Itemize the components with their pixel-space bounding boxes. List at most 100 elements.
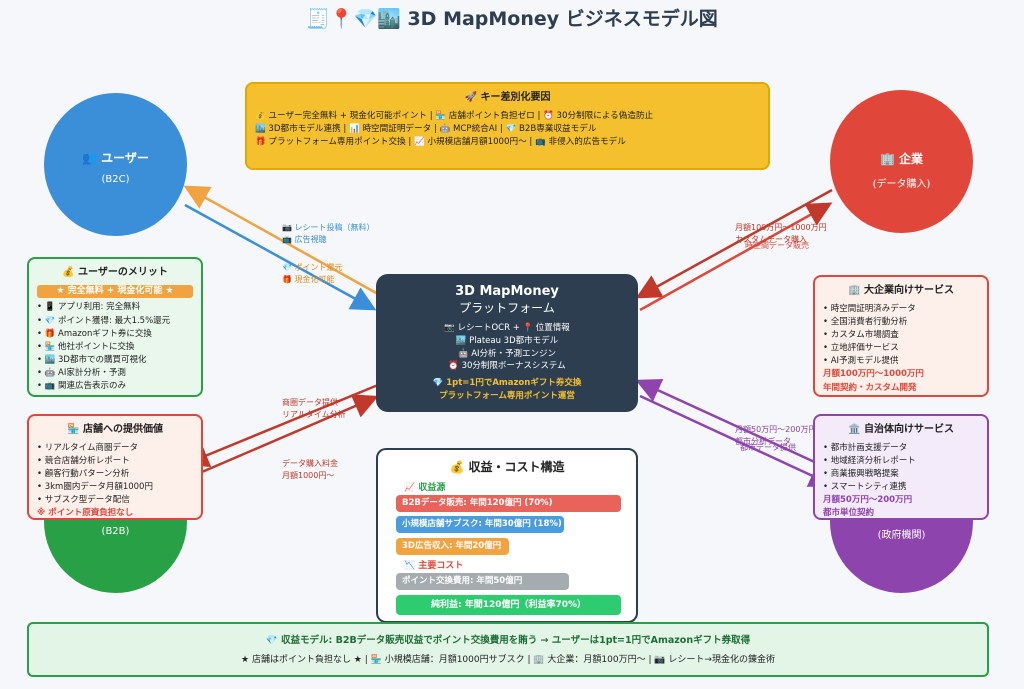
key-factor-line: 💰 ユーザー完全無料 + 現金化可能ポイント | 🏪 店舗ポイント負担ゼロ | … — [255, 110, 654, 121]
cost-bar-points: ポイント交換費用: 年間50億円 — [396, 573, 569, 590]
income-label: 📈 収益源 — [404, 483, 446, 493]
key-factors-box: 🚀 キー差別化要因 💰 ユーザー完全無料 + 現金化可能ポイント | 🏪 店舗ポ… — [245, 82, 770, 170]
platform-highlight: プラットフォーム専用ポイント運営 — [439, 390, 575, 401]
flow-text: カスタムデータ購入 — [735, 234, 807, 244]
store-value-note: ※ ポイント原資負担なし — [37, 508, 134, 519]
flow-text: 💎 ポイント還元 — [282, 263, 343, 272]
flow-text: リアルタイム分析 — [282, 409, 346, 419]
list-item: AI予測モデル提供 — [823, 355, 979, 368]
gov-service-box: 🏛️ 自治体向けサービス 都市計画支援データ 地域経済分析レポート 商業振興戦略… — [813, 414, 989, 520]
arrow-user-to-platform — [184, 203, 377, 311]
user-node-title: 👥 ユーザー — [82, 151, 149, 165]
footer-line-2: ★ 店舗はポイント負担なし ★ | 🏪 小規模店舗：月額1000円サブスク | … — [241, 655, 775, 665]
list-item: カスタム市場調査 — [823, 329, 979, 342]
list-item: 立地評価サービス — [823, 342, 979, 355]
flow-label-user-out: 📷 レシート投稿（無料） 📺 広告視聴 — [282, 222, 375, 245]
arrow-platform-to-enterprise — [639, 202, 833, 312]
list-item: 🏙️ 3D都市での購買可視化 — [37, 354, 193, 367]
platform-feature: 🤖 AI分析・予測エンジン — [457, 348, 557, 359]
enterprise-node-sub: (データ購入) — [872, 179, 931, 190]
list-item: 📱 アプリ利用: 完全無料 — [37, 301, 193, 314]
platform-box[interactable]: 3D MapMoney プラットフォーム 📷 レシートOCR + 📍 位置情報 … — [376, 274, 638, 412]
store-value-list: リアルタイム商圏データ 競合店舗分析レポート 顧客行動パターン分析 3km圏内デ… — [37, 442, 193, 508]
flow-label-store-2: データ購入料金 月額1000円〜 — [282, 458, 338, 481]
gov-service-list: 都市計画支援データ 地域経済分析レポート 商業振興戦略提案 スマートシティ連携 — [823, 442, 979, 495]
list-item: 顧客行動パターン分析 — [37, 468, 193, 481]
flow-text: データ購入料金 — [282, 459, 338, 468]
list-item: 📺 関連広告表示のみ — [37, 380, 193, 393]
store-value-title: 🏪 店舗への提供価値 — [67, 424, 163, 435]
flow-text: 📺 広告視聴 — [282, 234, 327, 244]
flow-label-gov-1: 月額50万円〜200万円 都市分析データ — [735, 424, 816, 447]
user-merit-list: 📱 アプリ利用: 完全無料 💎 ポイント獲得: 最大1.5%還元 🎁 Amazo… — [37, 301, 193, 393]
enterprise-service-title: 🏢 大企業向けサービス — [848, 285, 954, 296]
user-merit-banner: ★ 完全無料 + 現金化可能 ★ — [37, 284, 193, 299]
arrow-gov-to-platform — [635, 378, 833, 472]
arrow-platform-to-user — [183, 185, 379, 296]
enterprise-service-price: 月額100万円〜1000万円 — [823, 369, 924, 380]
list-item: 商業振興戦略提案 — [823, 468, 979, 481]
arrow-enterprise-to-platform — [635, 188, 833, 299]
list-item: 全国消費者行動分析 — [823, 316, 979, 329]
flow-text: 月額50万円〜200万円 — [735, 425, 817, 434]
list-item: 🤖 AI家計分析・予測 — [37, 367, 193, 380]
enterprise-node[interactable]: 🏢 企業 (データ購入) — [830, 90, 973, 233]
key-factor-line: 🎁 プラットフォーム専用ポイント交換 | 📈 小規模店舗月額1000円〜 | 📺… — [255, 137, 626, 148]
platform-subtitle: プラットフォーム — [459, 301, 555, 315]
flow-label-enterprise-1: 月額100万円〜1000万円 カスタムデータ購入 — [735, 222, 827, 245]
income-bar-subscription: 小規模店舗サブスク: 年間30億円 (18%) — [396, 516, 564, 533]
list-item: 都市計画支援データ — [823, 442, 979, 455]
flow-text: 📷 レシート投稿（無料） — [282, 223, 375, 232]
list-item: 競合店舗分析レポート — [37, 455, 193, 468]
flow-label-enterprise-2: 時空間データ販売 — [745, 241, 809, 250]
page-title: 🧾📍💎🏙️ 3D MapMoney ビジネスモデル図 — [306, 8, 718, 30]
revenue-title: 💰 収益・コスト構造 — [449, 460, 565, 474]
list-item: サブスク型データ配信 — [37, 494, 193, 507]
list-item: 🎁 Amazonギフト券に交換 — [37, 328, 193, 341]
key-factors-title: 🚀 キー差別化要因 — [464, 92, 551, 103]
arrow-platform-to-store — [183, 383, 379, 467]
flow-text: 🎁 現金化可能 — [282, 274, 335, 284]
income-bar-ads: 3D広告収入: 年間20億円 — [396, 538, 509, 555]
flow-label-gov-2: 都市データ提供 — [740, 443, 796, 452]
list-item: スマートシティ連携 — [823, 481, 979, 494]
flow-text: 都市分析データ — [735, 436, 791, 446]
store-node-sub: (B2B) — [101, 526, 130, 537]
flow-text: 商圏データ提供 — [282, 398, 338, 407]
flow-label-user-in: 💎 ポイント還元 🎁 現金化可能 — [282, 262, 343, 285]
gov-service-price: 月額50万円〜200万円 — [823, 495, 913, 506]
platform-feature: 🏙️ Plateau 3D都市モデル — [455, 335, 559, 346]
flow-text: 月額100万円〜1000万円 — [735, 223, 827, 232]
list-item: 💎 ポイント獲得: 最大1.5%還元 — [37, 315, 193, 328]
list-item: 3km圏内データ月額1000円 — [37, 481, 193, 494]
revenue-box: 💰 収益・コスト構造 📈 収益源 B2Bデータ販売: 年間120億円 (70%)… — [376, 448, 638, 623]
key-factor-line: 🏙️ 3D都市モデル連携 | 📊 時空間証明データ | 🤖 MCP統合AI | … — [255, 123, 597, 134]
income-bar-b2b: B2Bデータ販売: 年間120億円 (70%) — [396, 495, 621, 512]
enterprise-service-note: 年間契約・カスタム開発 — [823, 382, 917, 393]
platform-feature: 📷 レシートOCR + 📍 位置情報 — [444, 323, 570, 333]
enterprise-node-title: 🏢 企業 — [879, 152, 924, 166]
enterprise-service-list: 時空間証明済みデータ 全国消費者行動分析 カスタム市場調査 立地評価サービス A… — [823, 303, 979, 369]
platform-feature: ⏰ 30分制限ボーナスシステム — [448, 361, 566, 372]
platform-highlight: 💎 1pt=1円でAmazonギフト券交換 — [432, 378, 582, 388]
cost-label: 📉 主要コスト — [404, 561, 464, 571]
list-item: 地域経済分析レポート — [823, 455, 979, 468]
footer-line-1: 💎 収益モデル: B2Bデータ販売収益でポイント交換費用を賄う → ユーザーは1… — [265, 635, 751, 646]
list-item: 🏪 他社ポイントに交換 — [37, 341, 193, 354]
arrow-store-to-platform — [187, 394, 379, 480]
user-node[interactable]: 👥 ユーザー (B2C) — [44, 93, 187, 236]
footer-box: 💎 収益モデル: B2Bデータ販売収益でポイント交換費用を賄う → ユーザーは1… — [27, 622, 989, 677]
user-merit-title: 💰 ユーザーのメリット — [62, 267, 168, 278]
store-value-box: 🏪 店舗への提供価値 リアルタイム商圏データ 競合店舗分析レポート 顧客行動パタ… — [27, 414, 203, 520]
profit-bar: 純利益: 年間120億円（利益率70%） — [396, 595, 621, 615]
enterprise-service-box: 🏢 大企業向けサービス 時空間証明済みデータ 全国消費者行動分析 カスタム市場調… — [813, 275, 989, 397]
flow-text: 月額1000円〜 — [282, 470, 335, 480]
gov-service-title: 🏛️ 自治体向けサービス — [848, 424, 954, 435]
gov-node-sub: (政府機関) — [877, 530, 926, 541]
platform-title: 3D MapMoney — [455, 284, 559, 299]
arrow-platform-to-gov — [639, 394, 835, 487]
user-merit-box: 💰 ユーザーのメリット ★ 完全無料 + 現金化可能 ★ 📱 アプリ利用: 完全… — [27, 257, 203, 397]
flow-label-store-1: 商圏データ提供 リアルタイム分析 — [282, 397, 346, 420]
gov-service-note: 都市単位契約 — [823, 508, 875, 519]
